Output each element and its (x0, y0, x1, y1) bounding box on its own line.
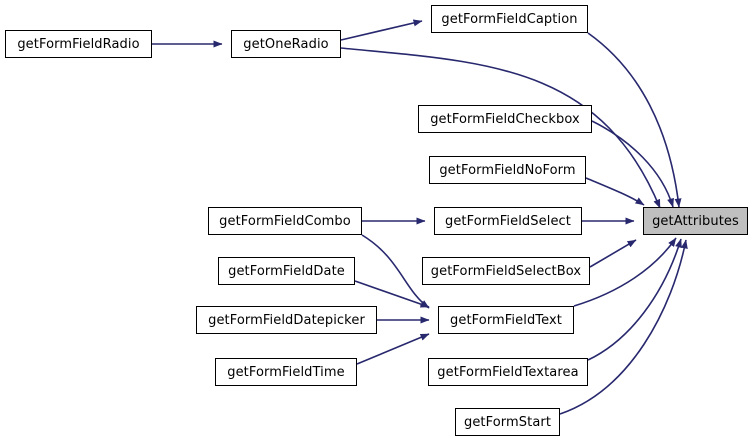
node-get-form-field-noform[interactable]: getFormFieldNoForm (429, 156, 586, 184)
edge-textarea-to-attributes (587, 238, 682, 361)
edge-formstart-to-attributes (559, 239, 688, 415)
node-label: getOneRadio (243, 36, 329, 52)
node-get-form-field-combo[interactable]: getFormFieldCombo (208, 207, 362, 235)
node-get-form-field-datepicker[interactable]: getFormFieldDatepicker (196, 306, 377, 334)
node-label: getFormFieldNoForm (439, 162, 576, 178)
node-label: getFormFieldSelectBox (430, 263, 582, 279)
node-label: getFormFieldSelect (444, 213, 571, 229)
node-label: getAttributes (652, 213, 739, 229)
node-label: getFormFieldTime (227, 364, 345, 380)
node-label: getFormFieldTextarea (437, 364, 579, 380)
edge-time-to-text (356, 333, 430, 365)
node-label: getFormFieldText (450, 312, 562, 328)
edge-selectbox-to-attributes (589, 239, 637, 268)
node-label: getFormFieldCaption (441, 11, 578, 27)
edge-text-to-attributes (573, 237, 677, 307)
node-get-attributes[interactable]: getAttributes (643, 207, 748, 235)
node-get-form-field-checkbox[interactable]: getFormFieldCheckbox (418, 105, 592, 133)
node-get-form-field-date[interactable]: getFormFieldDate (218, 257, 355, 285)
node-label: getFormFieldRadio (17, 36, 140, 52)
node-get-form-field-time[interactable]: getFormFieldTime (215, 358, 357, 386)
node-get-form-start[interactable]: getFormStart (455, 408, 560, 436)
node-label: getFormFieldCheckbox (430, 111, 580, 127)
node-get-form-field-radio[interactable]: getFormFieldRadio (5, 30, 152, 58)
node-get-form-field-textarea[interactable]: getFormFieldTextarea (428, 358, 588, 386)
node-label: getFormFieldDatepicker (208, 312, 365, 328)
edge-caption-to-attributes (587, 32, 682, 208)
node-get-form-field-caption[interactable]: getFormFieldCaption (431, 5, 588, 33)
edge-date-to-text (354, 280, 430, 308)
node-label: getFormFieldDate (228, 263, 345, 279)
edge-noform-to-attributes (585, 177, 645, 206)
edge-checkbox-to-attributes (591, 120, 674, 208)
edge-oneradio-to-caption (340, 19, 423, 41)
node-label: getFormStart (463, 414, 552, 430)
edge-oneradio-to-attributes (340, 47, 661, 209)
node-get-one-radio[interactable]: getOneRadio (231, 30, 341, 58)
node-get-form-field-selectbox[interactable]: getFormFieldSelectBox (422, 257, 590, 285)
node-label: getFormFieldCombo (219, 213, 351, 229)
node-get-form-field-text[interactable]: getFormFieldText (438, 306, 574, 334)
edge-combo-to-text (361, 234, 430, 309)
node-get-form-field-select[interactable]: getFormFieldSelect (434, 207, 582, 235)
